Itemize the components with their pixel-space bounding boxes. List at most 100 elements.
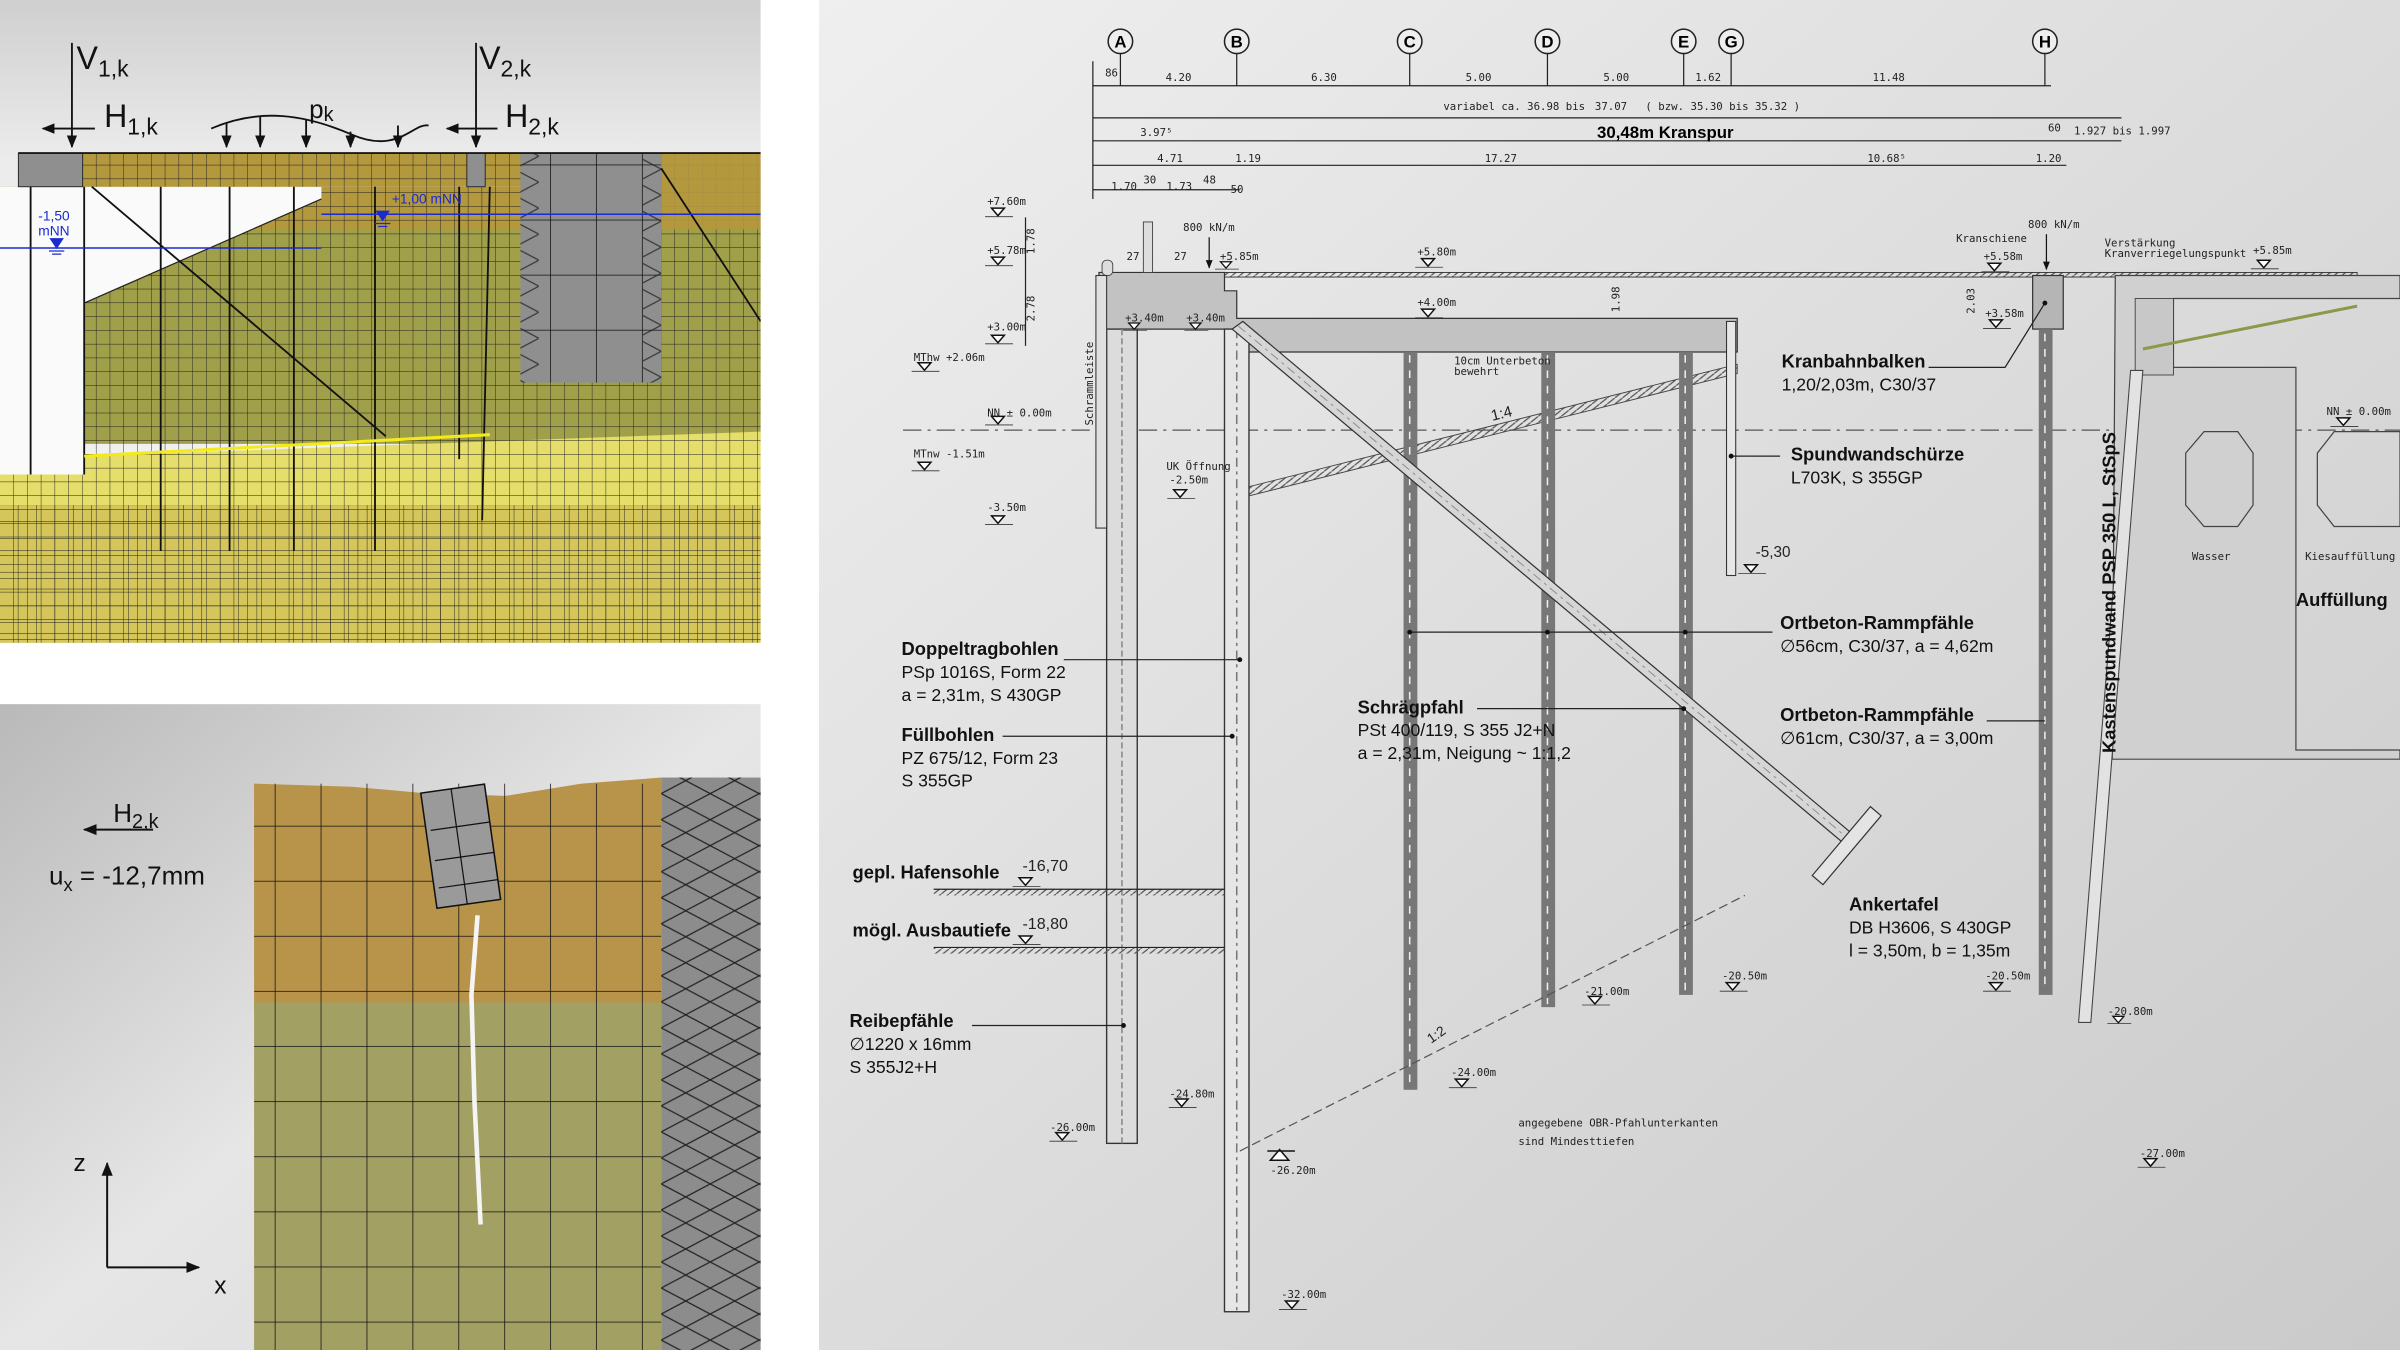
svg-text:Reibepfähle: Reibepfähle xyxy=(849,1010,953,1031)
level-nn-left: NN ± 0.00m xyxy=(987,406,1051,419)
level-760: +7.60m xyxy=(987,195,1026,208)
axis-e: E xyxy=(1670,28,1697,86)
slab-edge-gray xyxy=(17,152,84,188)
callout-kranbahnbalken: Kranbahnbalken 1,20/2,03m, C30/37 xyxy=(1782,300,2048,394)
svg-text:∅61cm, C30/37, a = 3,00m: ∅61cm, C30/37, a = 3,00m xyxy=(1780,728,1993,748)
svg-text:H: H xyxy=(2039,32,2051,51)
level-530: -5,30 xyxy=(1756,544,1791,561)
level-340b: +3.40m xyxy=(1186,311,1225,324)
level-ausbautiefe: -18,80 xyxy=(1022,915,1068,933)
kranspur-title: 30,48m Kranspur xyxy=(1597,123,1734,142)
load-arrows xyxy=(41,42,498,149)
note-wasser: Wasser xyxy=(2192,550,2231,563)
dim-27a: 27 xyxy=(1127,250,1140,263)
fe-detail-panel: H2,k ux = -12,7mm z x xyxy=(0,704,761,1350)
callout-schraegpfahl: Schrägpfahl PSt 400/119, S 355 J2+N a = … xyxy=(1358,696,1687,763)
svg-text:l = 3,50m, b = 1,35m: l = 3,50m, b = 1,35m xyxy=(1849,941,2010,961)
panel-gap-horizontal xyxy=(0,642,761,705)
slope-14-label: 1:4 xyxy=(1489,403,1514,425)
crane-load-right: 800 kN/m xyxy=(2028,218,2080,231)
level-580: +5.80m xyxy=(1417,246,1456,259)
axis-c: C xyxy=(1396,28,1423,86)
level-mtnw: MTnw -1.51m xyxy=(914,448,985,461)
dim-471: 4.71 xyxy=(1157,152,1183,165)
dimension-chains: 86 4.20 6.30 5.00 5.00 1.62 11.48 variab… xyxy=(1025,61,2171,346)
svg-text:L703K, S 355GP: L703K, S 355GP xyxy=(1791,468,1923,488)
svg-text:Schrägpfahl: Schrägpfahl xyxy=(1358,696,1464,717)
dim-g-h: 11.48 xyxy=(1873,71,1905,84)
level-2050b: -20.50m xyxy=(1985,970,2030,983)
note-schrammleiste: Schrammleiste xyxy=(1083,342,1096,426)
svg-text:Füllbohlen: Füllbohlen xyxy=(902,724,995,745)
level-300: +3.00m xyxy=(987,321,1026,334)
crane-beam-gray xyxy=(466,152,486,188)
callout-doppeltragbohlen: Doppeltragbohlen PSp 1016S, Form 22 a = … xyxy=(902,638,1243,705)
note-line-1: angegebene OBR-Pfahlunterkanten xyxy=(1518,1117,1718,1130)
level-340a: +3.40m xyxy=(1125,311,1164,324)
drawing-notes: 10cm Unterbeton bewehrt 1:4 1:2 Kranschi… xyxy=(1083,232,2395,1148)
callout-rammpfaehle-61: Ortbeton-Rammpfähle ∅61cm, C30/37, a = 3… xyxy=(1780,704,2045,748)
dim-119: 1.19 xyxy=(1235,152,1261,165)
note-verstaerkung: Verstärkung xyxy=(2105,236,2176,249)
dim-27b: 27 xyxy=(1174,250,1187,263)
svg-text:∅56cm, C30/37, a = 4,62m: ∅56cm, C30/37, a = 4,62m xyxy=(1780,636,1993,656)
dim-203: 2.03 xyxy=(1964,288,1977,314)
fe-model-panel: -1,50 mNN +1,00 mNN V1,k H1,k pk V2,k H2… xyxy=(0,0,762,643)
load-h1k-label: H1,k xyxy=(104,98,158,140)
dim-198: 1.98 xyxy=(1609,286,1622,312)
pile-d xyxy=(1541,352,1556,1008)
callout-spundwandschuerze: Spundwandschürze L703K, S 355GP xyxy=(1728,444,1964,488)
callout-fuellbohlen: Füllbohlen PZ 675/12, Form 23 S 355GP xyxy=(902,724,1235,791)
level-585b: +5.85m xyxy=(2253,244,2292,257)
svg-text:D: D xyxy=(1541,32,1553,51)
level-uk: -2.50m xyxy=(1169,474,1208,487)
water-opening xyxy=(0,186,322,475)
note-unterbeton: 10cm Unterbeton xyxy=(1454,354,1551,367)
label-kastenspundwand: Kastenspundwand PSP 350 L, StSpS xyxy=(2098,432,2119,753)
level-358: +3.58m xyxy=(1985,307,2024,320)
svg-text:Ankertafel: Ankertafel xyxy=(1849,894,1939,915)
axis-g: G xyxy=(1718,28,1745,86)
note-line-2: sind Mindesttiefen xyxy=(1518,1135,1634,1148)
callout-reibepfaehle: Reibepfähle ∅1220 x 16mm S 355J2+H xyxy=(849,1010,1126,1077)
level-2100: -21.00m xyxy=(1584,985,1629,998)
dim-278: 2.78 xyxy=(1025,296,1038,322)
axis-d: D xyxy=(1534,28,1561,86)
load-h2k-label: H2,k xyxy=(505,98,559,140)
level-350: -3.50m xyxy=(987,501,1026,514)
level-2480: -24.80m xyxy=(1169,1087,1214,1100)
axis-x-label: x xyxy=(214,1272,226,1299)
svg-text:a = 2,31m, S 430GP: a = 2,31m, S 430GP xyxy=(902,685,1062,705)
label-hafensohle: gepl. Hafensohle xyxy=(853,862,1000,883)
svg-text:Doppeltragbohlen: Doppeltragbohlen xyxy=(902,638,1059,659)
level-585a: +5.85m xyxy=(1220,250,1259,263)
box-opening-left xyxy=(2185,431,2254,528)
harbour-bed-possible xyxy=(933,947,1225,954)
pile-spundwandschuerze xyxy=(1725,320,1737,577)
dim-1727: 17.27 xyxy=(1485,152,1517,165)
level-2700: -27.00m xyxy=(2140,1147,2185,1160)
note-kies: Kiesauffüllung xyxy=(2305,550,2395,563)
level-400: +4.00m xyxy=(1417,296,1456,309)
label-auffuellung: Auffüllung xyxy=(2296,589,2388,610)
axis-z-label: z xyxy=(73,1150,85,1177)
crane-load-left: 800 kN/m xyxy=(1183,221,1235,234)
interface-line xyxy=(84,433,490,458)
dim-30: 30 xyxy=(1143,174,1156,187)
cross-section-panel: A B C D E G H 86 4.20 6.30 5.00 5.00 1.6… xyxy=(818,0,2400,1350)
label-ausbautiefe: mögl. Ausbautiefe xyxy=(853,920,1011,941)
pile-e xyxy=(1679,352,1693,995)
detail-pile-block xyxy=(419,783,502,910)
svg-text:E: E xyxy=(1678,32,1689,51)
dim-170: 1.70 xyxy=(1111,180,1137,193)
dim-variable: variabel ca. 36.98 bis xyxy=(1443,100,1585,113)
dim-a-b: 4.20 xyxy=(1166,71,1192,84)
load-v1k-label: V1,k xyxy=(77,40,130,82)
svg-text:∅1220 x 16mm: ∅1220 x 16mm xyxy=(849,1034,971,1054)
svg-text:PSp 1016S, Form 22: PSp 1016S, Form 22 xyxy=(902,662,1066,682)
note-kranverriegelung: Kranverriegelungspunkt xyxy=(2105,247,2247,260)
panel-gap-vertical xyxy=(760,0,819,1350)
dim-178: 1.78 xyxy=(1025,228,1038,254)
uk-opening-label: UK Öffnung xyxy=(1166,460,1230,473)
